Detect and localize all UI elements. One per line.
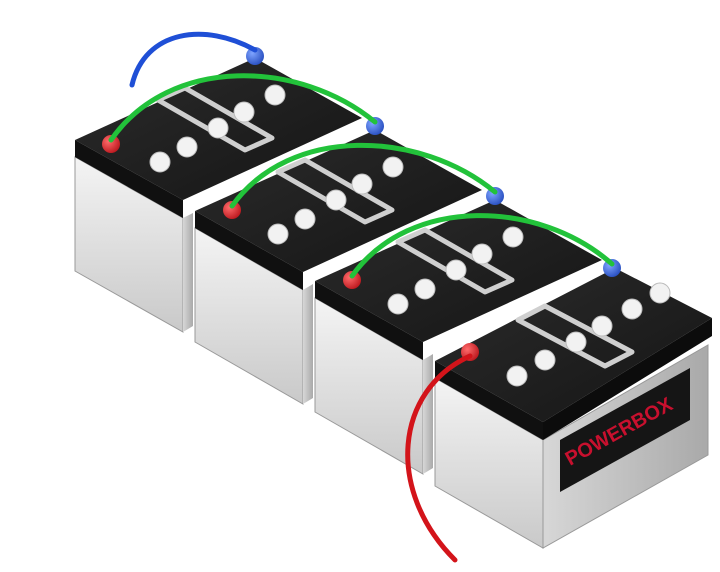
brand-label-panel <box>560 368 690 492</box>
vent-plug <box>351 173 373 195</box>
battery-3-vent-plugs <box>387 226 524 315</box>
cables <box>108 31 615 563</box>
battery-4-lid-side <box>543 318 712 440</box>
vent-plug <box>176 136 198 158</box>
battery-3 <box>314 187 602 475</box>
jumper-cable-1 <box>108 73 378 143</box>
jumper-cable-3 <box>349 213 615 279</box>
negative-lead-cable <box>129 31 258 88</box>
vent-plug <box>534 349 556 371</box>
battery-2-case-side <box>303 284 313 404</box>
battery-3-case-side <box>423 354 433 474</box>
battery-4-vent-plugs <box>506 282 671 387</box>
vent-plug <box>621 298 643 320</box>
jumper-cable-2 <box>229 142 498 209</box>
battery-1 <box>74 47 362 333</box>
battery-1-positive-terminal <box>102 135 120 153</box>
vent-plug <box>591 315 613 337</box>
vent-plug <box>294 208 316 230</box>
positive-lead-cable <box>405 353 473 563</box>
battery-1-case-side <box>183 213 193 332</box>
battery-2-lid-front <box>195 211 303 290</box>
vent-plug <box>414 278 436 300</box>
vent-plug <box>149 151 171 173</box>
vent-plug <box>506 365 528 387</box>
vent-plug <box>387 293 409 315</box>
vent-plug <box>445 259 467 281</box>
battery-2 <box>194 117 482 405</box>
battery-2-vent-plugs <box>267 156 404 245</box>
battery-4: POWERBOX <box>434 259 712 549</box>
battery-3-lid-front <box>315 281 423 360</box>
battery-3-positive-terminal <box>343 271 361 289</box>
vent-plug <box>233 101 255 123</box>
vent-plug <box>207 117 229 139</box>
battery-4-negative-terminal <box>603 259 621 277</box>
vent-plug <box>264 84 286 106</box>
vent-plug <box>471 243 493 265</box>
vent-plug <box>565 331 587 353</box>
vent-plug <box>649 282 671 304</box>
vent-plug <box>325 189 347 211</box>
vent-plug <box>382 156 404 178</box>
battery-1-lid-front <box>75 140 183 218</box>
vent-plug <box>502 226 524 248</box>
battery-1-negative-terminal <box>246 47 264 65</box>
battery-1-vent-plugs <box>149 84 286 173</box>
battery-4-lid-front <box>435 361 543 440</box>
vent-plug <box>267 223 289 245</box>
battery-2-positive-terminal <box>223 201 241 219</box>
